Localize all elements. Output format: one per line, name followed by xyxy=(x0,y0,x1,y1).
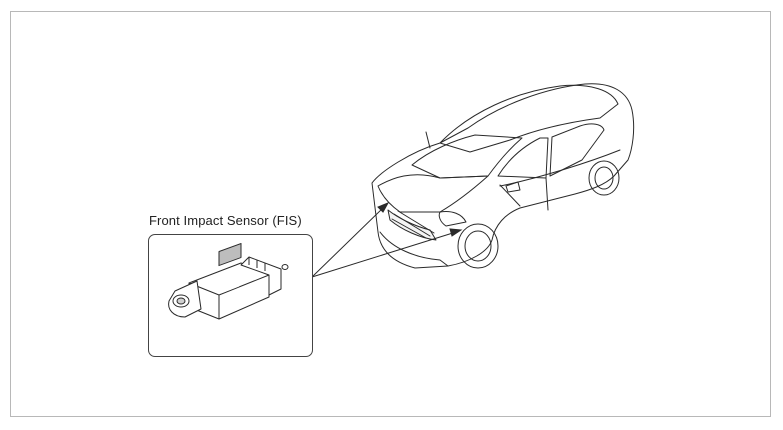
sensor-label-patch xyxy=(218,242,242,267)
car-side-window-rear xyxy=(549,123,605,177)
car-bumper xyxy=(379,231,449,267)
car-rear-wheel xyxy=(588,160,620,196)
car-front-wheel xyxy=(457,223,499,269)
car-roof xyxy=(439,84,619,153)
callout-arrow-upper xyxy=(311,206,385,278)
car-mirror xyxy=(505,181,521,193)
car-windshield xyxy=(411,134,523,179)
sensor-illustration xyxy=(168,242,289,320)
car-antenna xyxy=(425,131,431,149)
car-side-window-front xyxy=(497,137,549,179)
callout-label: Front Impact Sensor (FIS) xyxy=(149,213,302,228)
car-door-line-2 xyxy=(499,184,521,207)
sensor-inset-box xyxy=(148,234,313,357)
car-door-line-1 xyxy=(545,177,549,211)
callout-arrowhead-upper xyxy=(377,202,390,213)
car-headlight xyxy=(438,211,467,227)
car-hood xyxy=(377,174,489,213)
callout-arrow-lower xyxy=(311,231,457,278)
callout-arrowhead-lower xyxy=(449,228,463,237)
